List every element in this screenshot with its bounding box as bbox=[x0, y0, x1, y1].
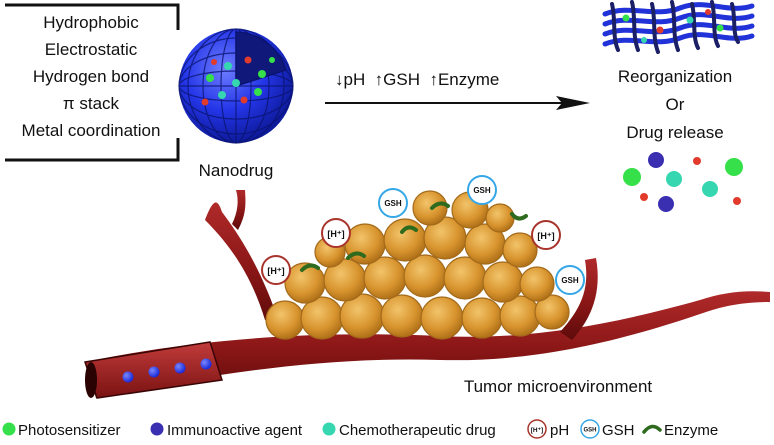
tumor-cell bbox=[534, 294, 570, 330]
legend-enzyme: Enzyme bbox=[664, 422, 718, 439]
tumor-cell bbox=[403, 254, 447, 298]
enzyme-icon bbox=[400, 225, 418, 234]
tumor-cell bbox=[482, 261, 524, 303]
reorganization-label: Reorganization bbox=[618, 67, 732, 86]
interaction-item: Electrostatic bbox=[45, 40, 138, 59]
drug-molecule bbox=[648, 152, 664, 168]
nanoparticle-in-vessel bbox=[122, 371, 134, 383]
interaction-list: Hydrophobic Electrostatic Hydrogen bond … bbox=[22, 13, 161, 140]
reorganized-fibers bbox=[602, 0, 755, 54]
drug-molecule bbox=[640, 193, 648, 201]
legend-ph: pH bbox=[550, 422, 569, 439]
enzyme-icon bbox=[346, 251, 366, 260]
stimuli-arrow bbox=[325, 96, 590, 110]
chemo-icon bbox=[322, 422, 336, 436]
enzymes bbox=[300, 201, 528, 272]
enzyme-icon bbox=[430, 201, 450, 210]
drug-molecule bbox=[666, 171, 682, 187]
tumor-cell bbox=[461, 297, 503, 339]
tumor-cell bbox=[485, 203, 515, 233]
nanoparticle-in-vessel bbox=[200, 358, 212, 370]
enzyme-legend-icon bbox=[642, 424, 662, 434]
stimuli-label: ↓pH ↑GSH ↑Enzyme bbox=[335, 70, 499, 89]
proton-icon: [H⁺] bbox=[537, 231, 554, 241]
gsh-markers: GSH GSH GSH bbox=[378, 175, 585, 295]
proton-icon: [H⁺] bbox=[267, 266, 284, 276]
tumor-cell bbox=[420, 296, 464, 340]
tumor-cell bbox=[502, 232, 538, 268]
drug-molecule bbox=[693, 157, 701, 165]
enzyme-icon bbox=[510, 212, 528, 221]
interaction-item: Metal coordination bbox=[22, 121, 161, 140]
gsh-icon: GSH bbox=[384, 199, 402, 208]
interaction-item: π stack bbox=[63, 94, 120, 113]
drug-molecule bbox=[702, 181, 718, 197]
legend-gsh: GSH bbox=[602, 422, 635, 439]
legend-immunoactive: Immunoactive agent bbox=[167, 422, 303, 439]
drug-release-label: Drug release bbox=[626, 123, 723, 142]
interaction-item: Hydrogen bond bbox=[33, 67, 149, 86]
svg-text:GSH: GSH bbox=[583, 428, 596, 434]
legend-chemo: Chemotherapeutic drug bbox=[339, 422, 496, 439]
vessel-lumen bbox=[84, 341, 223, 399]
tumor-cell bbox=[380, 294, 424, 338]
encapsulated-drugs bbox=[201, 56, 275, 106]
legend: Photosensitizer Immunoactive agent Chemo… bbox=[2, 419, 718, 439]
released-drugs bbox=[623, 152, 743, 212]
svg-text:[H⁺]: [H⁺] bbox=[531, 427, 543, 434]
blood-vessel bbox=[85, 190, 770, 398]
nanoparticle-in-vessel bbox=[148, 366, 160, 378]
gsh-icon: GSH bbox=[473, 186, 491, 195]
tumor-microenvironment-label: Tumor microenvironment bbox=[464, 377, 653, 396]
nanoparticle-in-vessel bbox=[174, 362, 186, 374]
proton-icon: [H⁺] bbox=[327, 229, 344, 239]
tumor-cell bbox=[344, 223, 386, 265]
interaction-bracket bbox=[5, 3, 180, 162]
nanodrug-label: Nanodrug bbox=[199, 161, 274, 180]
interaction-item: Hydrophobic bbox=[43, 13, 139, 32]
or-label: Or bbox=[666, 95, 685, 114]
gsh-legend-icon bbox=[580, 419, 600, 439]
drug-molecule bbox=[725, 158, 743, 176]
enzyme-icon bbox=[300, 263, 320, 272]
drug-molecule bbox=[623, 168, 641, 186]
legend-photosensitizer: Photosensitizer bbox=[18, 422, 121, 439]
tumor-cell bbox=[265, 300, 305, 340]
tumor-cell bbox=[519, 266, 555, 302]
immunoactive-icon bbox=[150, 422, 164, 436]
nanodrug-sphere bbox=[178, 28, 294, 144]
gsh-icon: GSH bbox=[561, 276, 579, 285]
proton-markers: [H⁺] [H⁺] [H⁺] bbox=[261, 218, 561, 285]
tumor-mass bbox=[265, 190, 570, 340]
ph-icon bbox=[527, 419, 547, 439]
drug-molecule bbox=[658, 196, 674, 212]
tumor-cell bbox=[383, 218, 427, 262]
photosensitizer-icon bbox=[2, 422, 16, 436]
drug-molecule bbox=[733, 197, 741, 205]
